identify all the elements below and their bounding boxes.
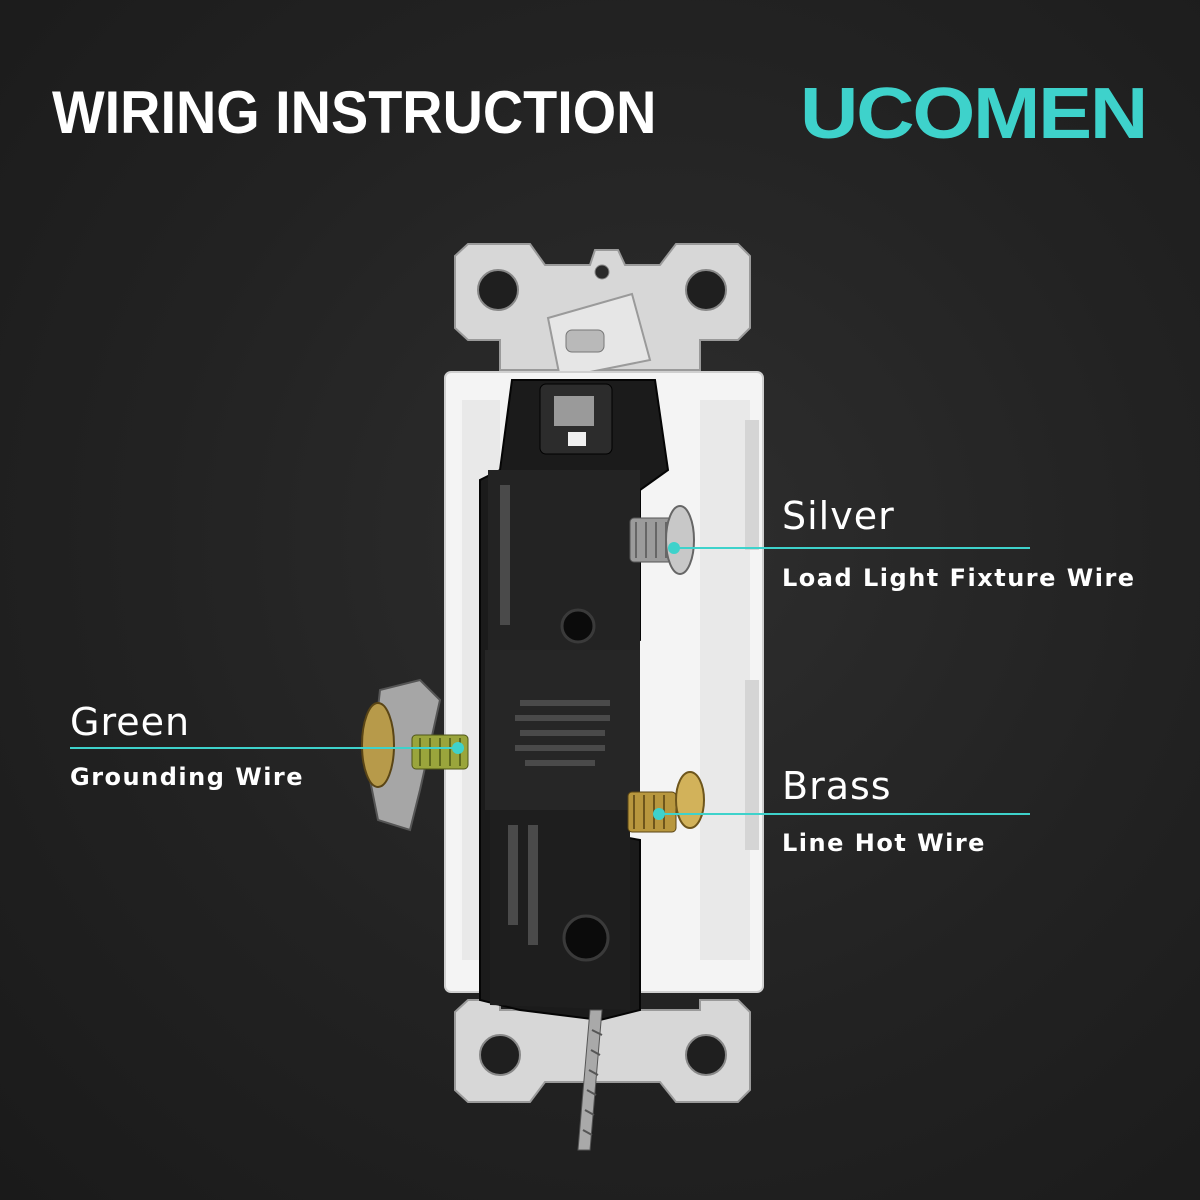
brand-logo: UCOMEN <box>800 74 1148 148</box>
svg-text:UCOMEN: UCOMEN <box>800 74 1146 148</box>
brass-leader-line <box>659 813 1030 815</box>
green-screw-marker <box>452 742 464 754</box>
silver-description: Load Light Fixture Wire <box>782 564 1136 592</box>
green-label: Green <box>70 700 191 744</box>
brass-description: Line Hot Wire <box>782 829 986 857</box>
silver-label: Silver <box>782 494 895 538</box>
page-title: WIRING INSTRUCTION <box>52 79 657 146</box>
silver-leader-line <box>674 547 1030 549</box>
green-description: Grounding Wire <box>70 763 305 791</box>
green-leader-line <box>70 747 458 749</box>
brass-label: Brass <box>782 764 892 808</box>
